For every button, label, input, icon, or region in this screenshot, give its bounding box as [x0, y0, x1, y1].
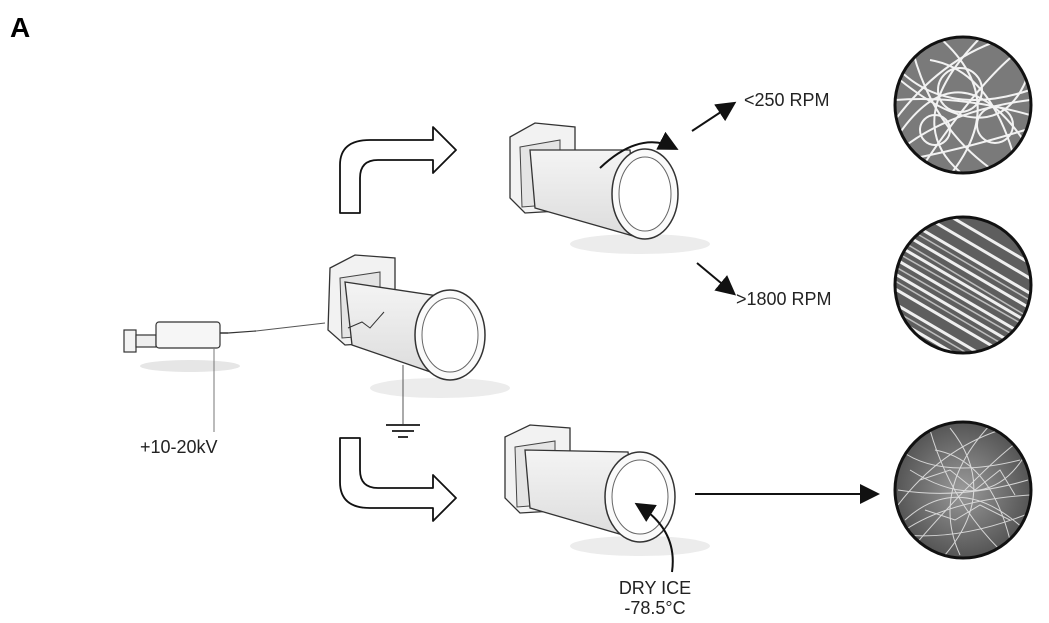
bent-arrow-down-icon — [340, 438, 456, 521]
arrow-to-high-rpm — [697, 263, 733, 293]
low-rpm-label: <250 RPM — [744, 90, 830, 111]
dry-ice-line2: -78.5°C — [600, 598, 710, 618]
high-rpm-label: >1800 RPM — [736, 289, 832, 310]
dry-ice-line1: DRY ICE — [600, 578, 710, 598]
bottom-collector — [505, 425, 710, 572]
top-collector — [510, 123, 710, 254]
center-collector — [328, 255, 510, 437]
random-fiber-image — [890, 37, 1031, 175]
cryogenic-fiber-image — [895, 422, 1031, 558]
aligned-fiber-image — [880, 175, 1049, 425]
bent-arrow-up-icon — [340, 127, 456, 213]
syringe — [124, 322, 325, 432]
arrow-to-low-rpm — [692, 104, 733, 131]
dry-ice-label: DRY ICE -78.5°C — [600, 578, 710, 618]
voltage-label: +10-20kV — [140, 437, 218, 458]
